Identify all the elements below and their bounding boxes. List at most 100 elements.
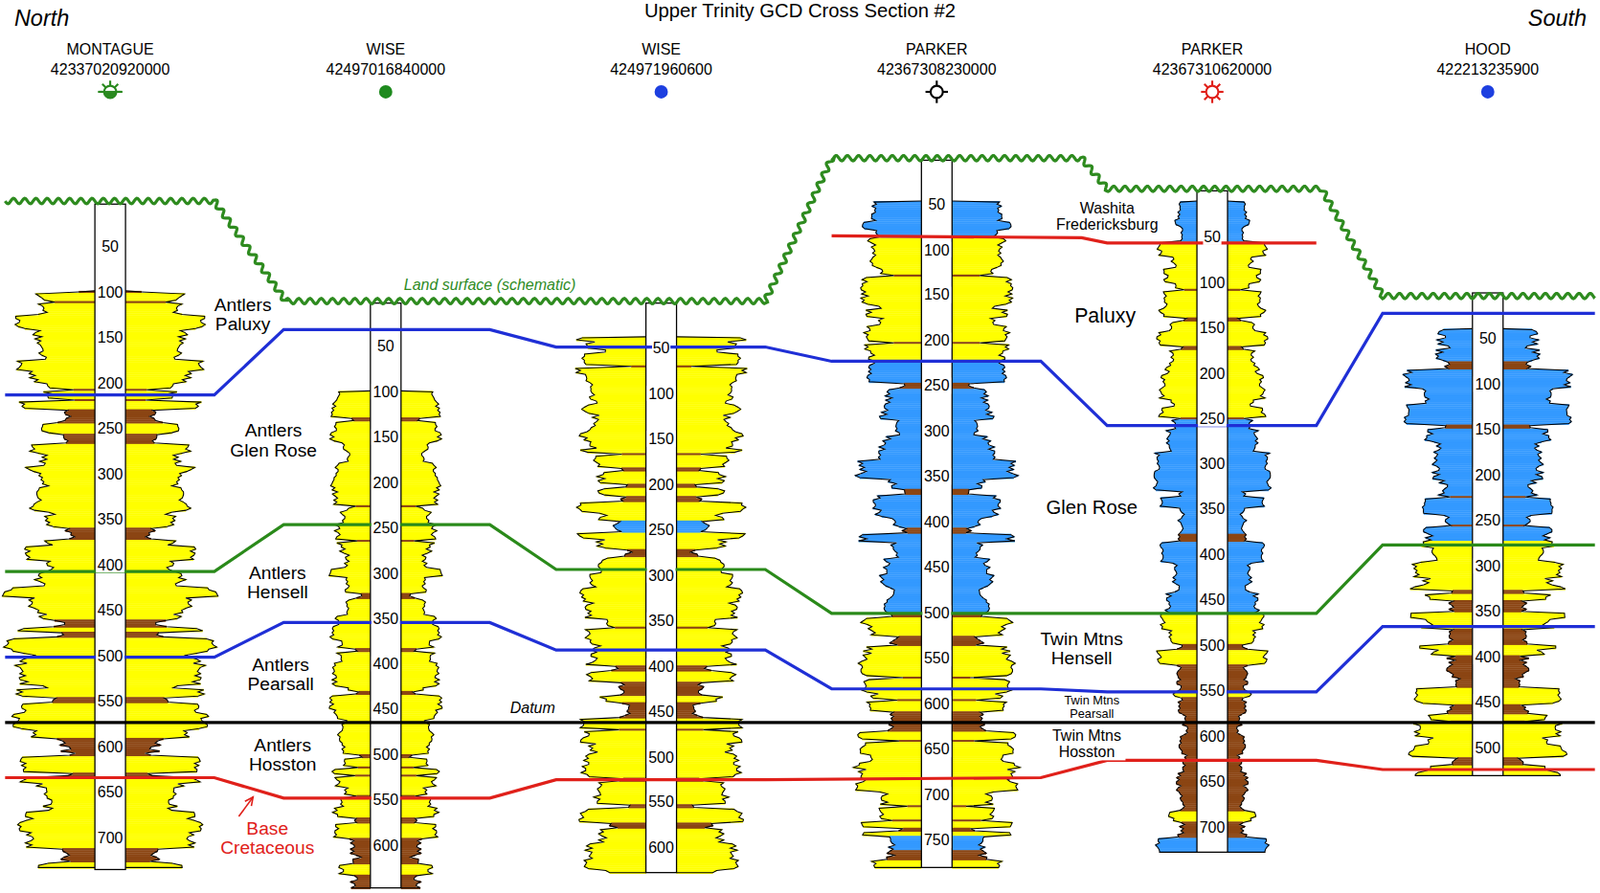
well-log (575, 303, 748, 875)
lithology-fill (29, 507, 95, 510)
lithology-fill (401, 821, 415, 824)
lithology-fill (628, 806, 646, 809)
lithology-fill (590, 441, 646, 444)
lithology-fill (951, 294, 1006, 297)
lithology-fill (596, 461, 647, 464)
lithology-fill (951, 204, 1001, 207)
lithology-fill (676, 594, 740, 597)
lithology-fill (47, 384, 95, 387)
lithology-fill (608, 620, 647, 623)
lithology-fill (336, 429, 371, 432)
lithology-fill (586, 378, 647, 381)
lithology-fill (125, 640, 214, 643)
lithology-fill (858, 464, 922, 467)
lithology-fill (583, 587, 647, 590)
lithology-fill (25, 842, 96, 845)
lithology-fill (590, 398, 647, 401)
lithology-fill (875, 254, 922, 257)
lithology-fill (15, 317, 95, 320)
lithology-fill (593, 459, 647, 462)
lithology-fill (125, 305, 179, 308)
lithology-fill (676, 761, 735, 764)
lithology-fill (676, 863, 738, 866)
lithology-fill (346, 605, 371, 608)
lithology-fill (401, 678, 440, 681)
lithology-fill (401, 850, 418, 853)
lithology-fill (332, 673, 371, 676)
lithology-fill (44, 793, 95, 796)
lithology-fill (897, 552, 922, 555)
lithology-fill (617, 827, 647, 830)
lithology-fill (125, 513, 166, 516)
lithology-fill (857, 734, 923, 737)
lithology-fill (125, 842, 196, 845)
lithology-fill (401, 501, 435, 504)
lithology-fill (34, 448, 95, 451)
lithology-fill (612, 524, 646, 527)
lithology-fill (860, 752, 923, 755)
lithology-fill (401, 830, 437, 833)
lithology-fill (890, 597, 923, 600)
lithology-fill (48, 484, 95, 487)
lithology-fill (676, 436, 737, 439)
lithology-fill (125, 501, 183, 504)
lithology-fill (22, 691, 95, 694)
lithology-fill (876, 202, 922, 205)
lithology-fill (345, 763, 371, 766)
lithology-fill (882, 440, 922, 443)
lithology-fill (582, 766, 647, 768)
lithology-fill (333, 626, 371, 629)
lithology-fill (401, 572, 442, 575)
lithology-fill (401, 846, 417, 849)
lithology-fill (676, 418, 725, 421)
lithology-fill (41, 354, 95, 357)
lithology-fill (889, 401, 922, 404)
lithology-fill (125, 799, 169, 802)
lithology-fill (125, 823, 203, 826)
lithology-fill (676, 473, 721, 476)
lithology-fill (676, 600, 740, 603)
lithology-fill (676, 414, 724, 417)
lithology-fill (125, 597, 186, 600)
lithology-fill (676, 859, 740, 862)
lithology-fill (401, 631, 440, 634)
lithology-fill (401, 595, 410, 598)
lithology-fill (676, 653, 732, 655)
lithology-fill (951, 301, 1012, 304)
lithology-fill (676, 467, 701, 470)
lithology-fill (337, 501, 371, 504)
lithology-fill (879, 574, 923, 577)
lithology-fill (887, 729, 922, 732)
lithology-fill (24, 552, 95, 555)
lithology-fill (354, 882, 370, 885)
lithology-fill (20, 319, 95, 322)
lithology-fill (125, 362, 199, 365)
lithology-fill (591, 614, 647, 617)
lithology-fill (878, 305, 922, 308)
lithology-fill (125, 752, 146, 755)
lithology-fill (867, 338, 922, 340)
lithology-fill (676, 638, 733, 641)
lithology-fill (676, 853, 733, 856)
lithology-fill (585, 849, 646, 852)
lithology-fill (886, 390, 922, 393)
lithology-fill (592, 661, 647, 664)
lithology-fill (861, 673, 922, 676)
lithology-fill (592, 580, 647, 583)
lithology-fill (676, 483, 696, 486)
lithology-fill (872, 758, 922, 761)
lithology-fill (676, 849, 738, 852)
lithology-fill (401, 698, 440, 701)
lithology-fill (676, 359, 739, 361)
lithology-fill (125, 301, 166, 304)
lithology-fill (401, 611, 426, 614)
lithology-fill (401, 725, 429, 728)
lithology-fill (125, 405, 199, 407)
lithology-fill (125, 338, 186, 340)
lithology-fill (125, 480, 177, 483)
lithology-fill (29, 550, 95, 553)
lithology-fill (361, 595, 371, 598)
lithology-fill (594, 394, 647, 397)
lithology-fill (34, 579, 95, 582)
lithology-fill (46, 797, 95, 800)
